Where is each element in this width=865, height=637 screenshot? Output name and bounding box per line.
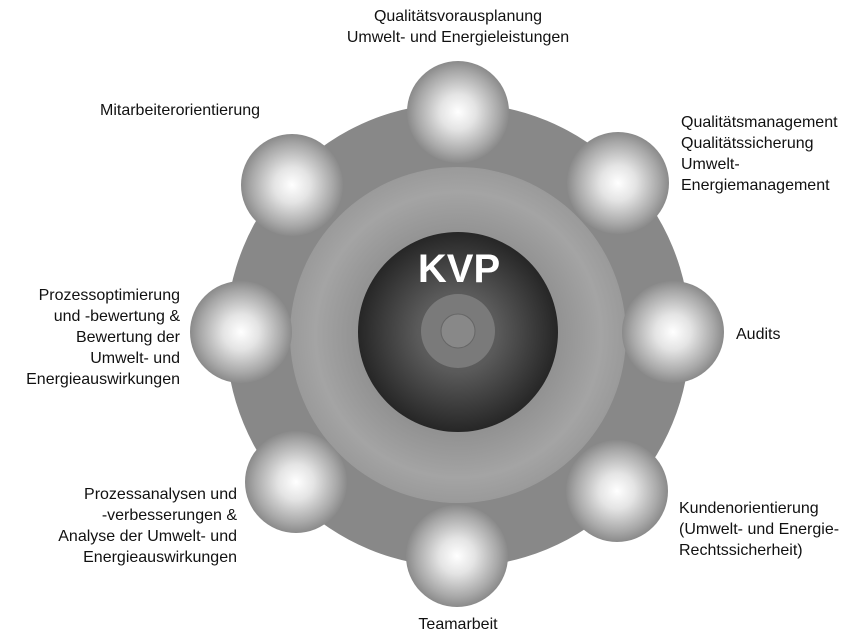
center-hub-core [440,313,476,349]
sphere-right [622,281,724,383]
sphere-bottom-left [245,431,347,533]
label-bottom-left-line: Energieauswirkungen [83,549,237,566]
sphere-top-left [241,134,343,236]
sphere-top [407,61,509,163]
label-bottom-line: Teamarbeit [418,616,498,633]
label-right-line: Audits [736,326,781,343]
label-left-line: und -bewertung & [53,308,180,325]
label-top-line: Umwelt- und Energieleistungen [346,29,570,46]
label-left-line: Energieauswirkungen [26,371,180,388]
center-title-kvp: KVP [417,247,501,291]
label-left-line: Prozessoptimierung [38,287,180,304]
label-left-line: Bewertung der [75,329,180,346]
label-top-left-line: Mitarbeiterorientierung [100,102,261,119]
label-left-line: Umwelt- und [90,350,180,367]
sphere-left [190,281,292,383]
sphere-bottom-right [566,440,668,542]
label-top: Qualitätsvorausplanung Umwelt- und Energ… [328,6,588,48]
label-bottom-right-line: (Umwelt- und Energie- [679,521,840,538]
label-top-right-line: Qualitätssicherung [681,135,814,152]
label-top-line: Qualitätsvorausplanung [373,8,543,25]
label-bottom-right-line: Kundenorientierung [679,500,819,517]
label-top-left: Mitarbeiterorientierung [100,100,260,121]
label-right: Audits [736,324,780,345]
label-top-right-line: Energiemanagement [681,177,830,194]
label-bottom-left: Prozessanalysen und -verbesserungen & An… [16,484,237,568]
label-bottom-right-line: Rechtssicherheit) [679,542,803,559]
sphere-bottom [406,505,508,607]
label-bottom-left-line: Analyse der Umwelt- und [58,528,237,545]
sphere-top-right [567,132,669,234]
label-top-right: Qualitätsmanagement Qualitätssicherung U… [681,112,838,196]
label-top-right-line: Umwelt- [681,156,740,173]
label-bottom-left-line: -verbesserungen & [101,507,237,524]
label-left: Prozessoptimierung und -bewertung & Bewe… [0,285,180,390]
label-bottom-right: Kundenorientierung (Umwelt- und Energie-… [679,498,839,561]
label-bottom: Teamarbeit [398,614,518,635]
label-top-right-line: Qualitätsmanagement [681,114,838,131]
label-bottom-left-line: Prozessanalysen und [84,486,237,503]
